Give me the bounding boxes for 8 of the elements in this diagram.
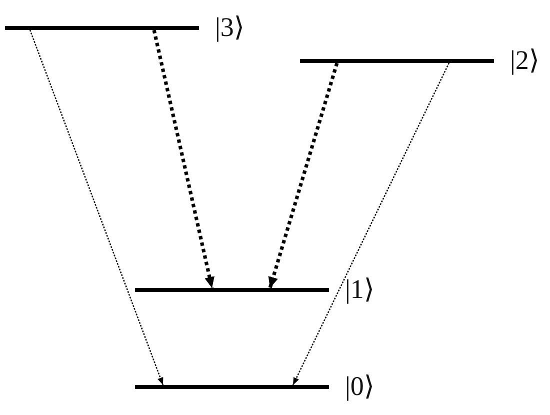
state-label: |1⟩ bbox=[345, 273, 374, 305]
dotted-arrow bbox=[292, 62, 450, 386]
state-label: |0⟩ bbox=[345, 370, 374, 402]
dotted-arrow bbox=[268, 62, 339, 289]
dotted-arrow bbox=[29, 30, 164, 386]
dotted-arrow bbox=[152, 30, 214, 288]
state-label: |3⟩ bbox=[215, 11, 244, 43]
state-label: |2⟩ bbox=[510, 44, 540, 76]
